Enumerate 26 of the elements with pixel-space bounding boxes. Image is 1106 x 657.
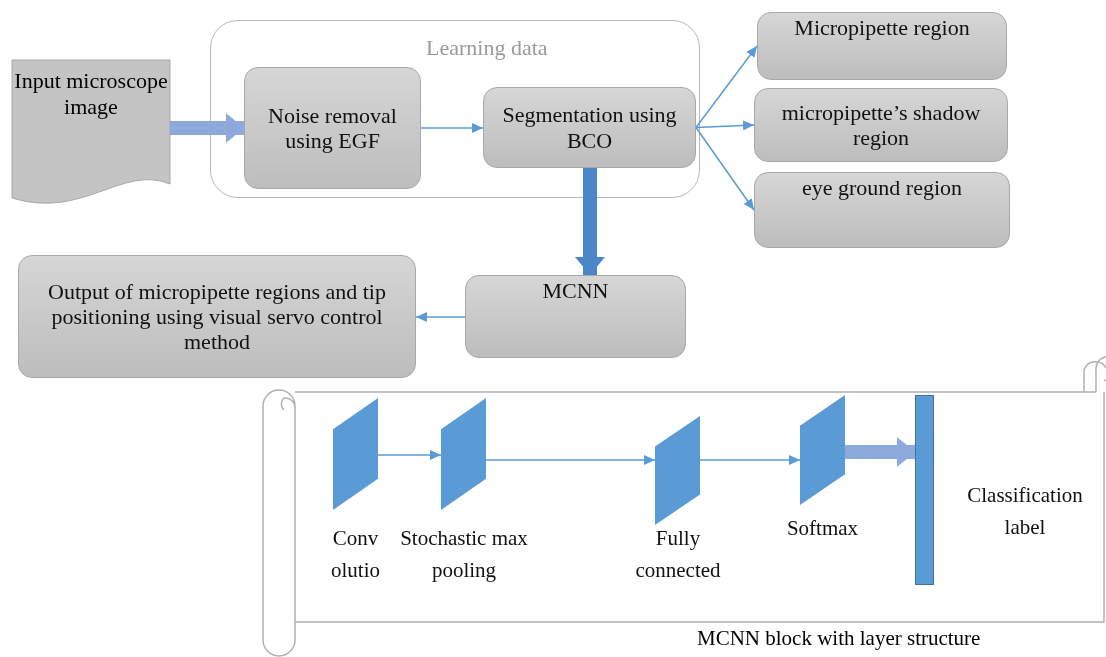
layer-label: Fully connected [634, 525, 722, 584]
arrow [695, 120, 755, 131]
group-container [210, 20, 700, 198]
block-arrow [575, 168, 605, 275]
arrow [485, 455, 656, 465]
process-box: Micropipette region [757, 12, 1007, 80]
block-arrow [845, 437, 915, 467]
process-box: Segmentation using BCO [483, 87, 696, 168]
layer-label: Conv olutio [330, 525, 381, 584]
layer-label: Softmax [785, 515, 860, 542]
block-arrow [170, 113, 244, 143]
process-box: Output of micropipette regions and tip positioning using visual servo control method [18, 255, 416, 378]
arrow [695, 45, 758, 129]
arrow [699, 455, 801, 465]
process-box: MCNN [465, 275, 686, 358]
process-box: Noise removal using EGF [244, 67, 421, 189]
arrow [415, 312, 466, 322]
layer-label: Stochastic max pooling [399, 525, 529, 584]
block-caption: MCNN block with layer structure [697, 626, 981, 651]
arrow [695, 126, 755, 211]
group-title: Learning data [426, 35, 548, 61]
arrow [420, 123, 484, 133]
process-box: micropipette’s shadow region [754, 88, 1008, 162]
arrow [377, 450, 442, 460]
process-box: eye ground region [754, 172, 1010, 248]
layer-label: Classification label [966, 482, 1084, 541]
